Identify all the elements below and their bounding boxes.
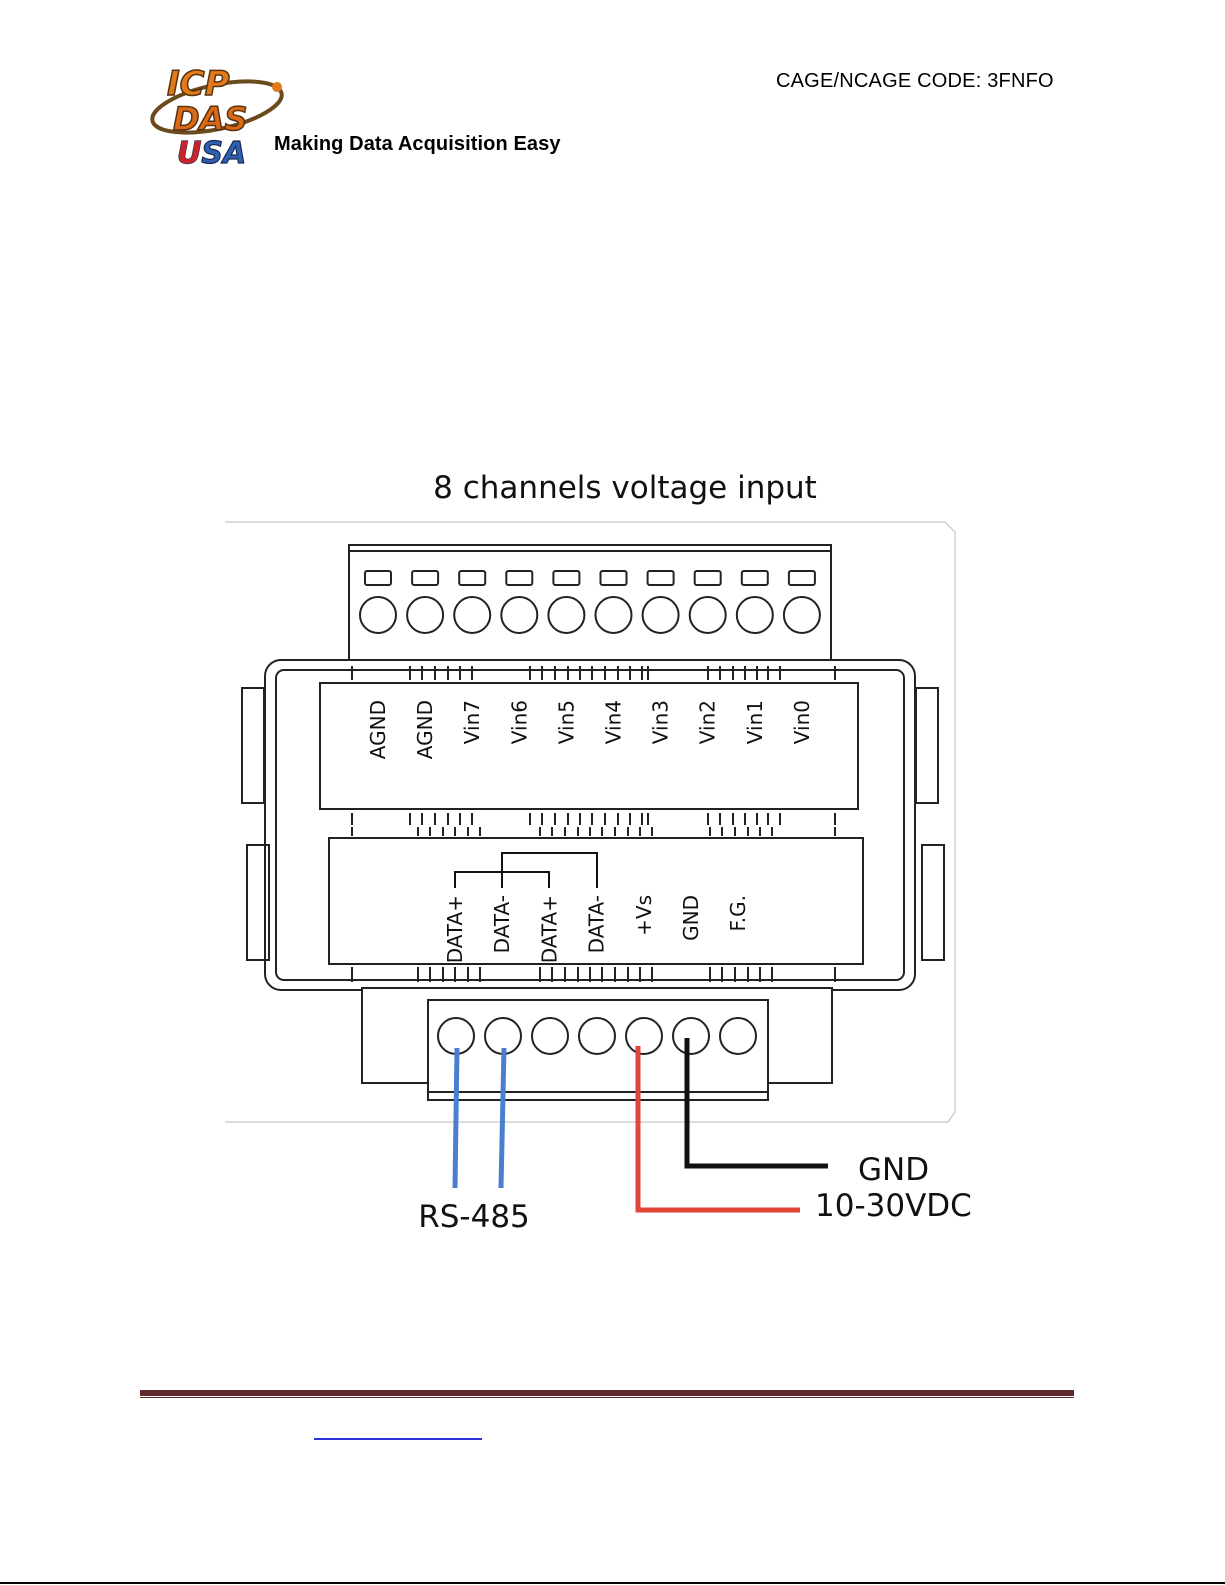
bottom-terminal-label: +Vs [632,895,656,936]
top-terminal-block [349,545,831,660]
rs485-wire-1 [455,1048,457,1188]
bottom-terminal-label: GND [679,895,703,941]
bottom-terminal-label: DATA- [490,895,514,953]
top-terminal-label: AGND [366,700,390,759]
power-label: 10-30VDC [815,1188,972,1224]
bottom-terminal-label: F.G. [726,895,750,932]
footer-rule [140,1390,1074,1396]
page-bottom-border [0,1582,1225,1584]
bottom-terminal-block [428,1000,768,1100]
bottom-terminal-label: DATA+ [443,895,467,963]
top-terminal-label: Vin1 [743,700,767,744]
top-terminal-label: Vin6 [507,700,531,744]
gnd-label: GND [858,1152,929,1188]
bottom-terminal-label: DATA+ [537,895,561,963]
top-terminal-label: Vin5 [554,700,578,744]
top-terminal-label: Vin2 [696,700,720,744]
footer-link[interactable] [314,1438,482,1440]
diagram-title: 8 channels voltage input [433,470,817,506]
footer-rule-thin [140,1397,1074,1398]
top-terminal-label: Vin3 [649,700,673,744]
top-terminal-label: AGND [413,700,437,759]
bottom-terminal-label: DATA- [585,895,609,953]
top-terminal-label: Vin4 [602,700,626,744]
top-terminal-label: Vin7 [460,700,484,744]
rs485-wire-2 [501,1048,504,1188]
rs485-label: RS-485 [418,1199,530,1235]
top-terminal-label: Vin0 [790,700,814,744]
